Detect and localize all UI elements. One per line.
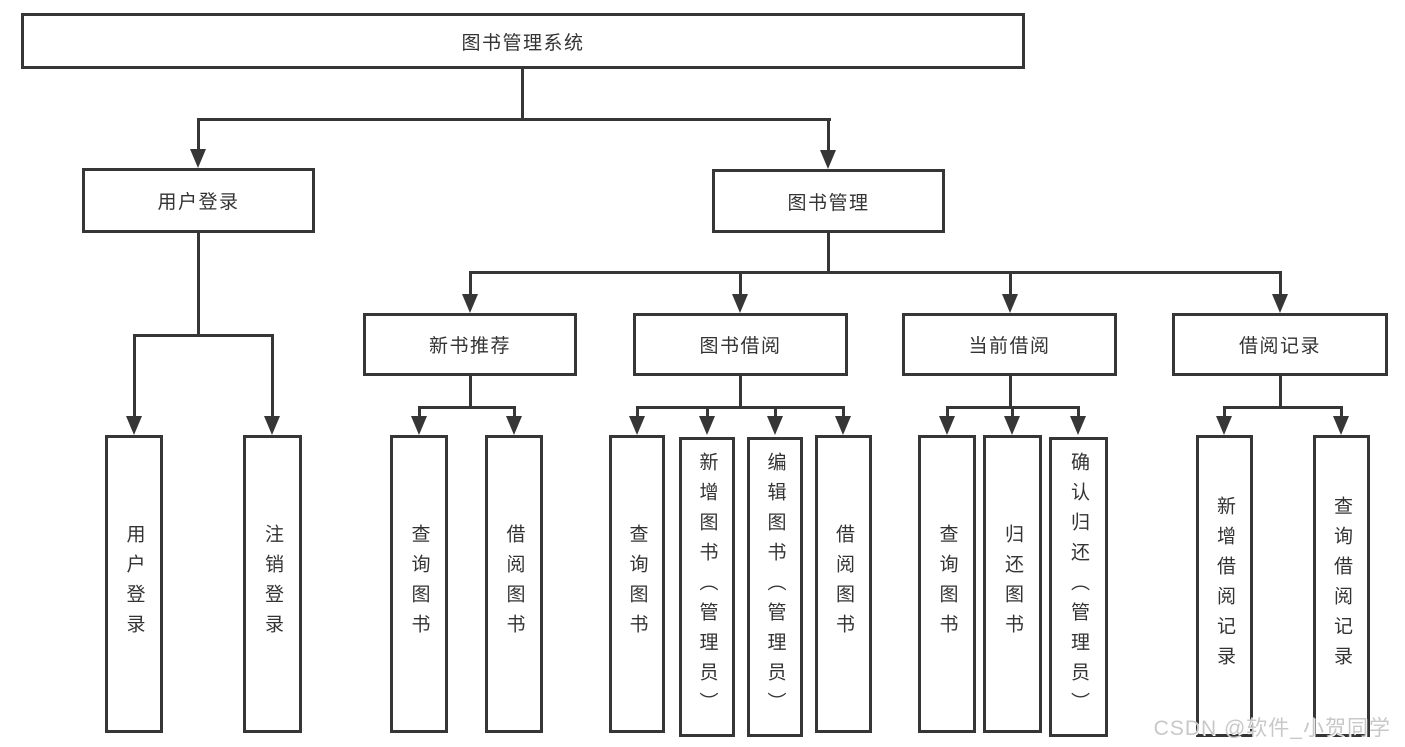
connector-hline (1223, 406, 1343, 409)
connector-hline (197, 118, 831, 121)
connector-vline (827, 233, 830, 273)
leaf-return-book: 归还图书 (983, 435, 1042, 733)
arrowhead-icon (1070, 416, 1086, 435)
leaf-add-book-admin: 新增图书（管理员） (679, 437, 735, 737)
connector-vline (197, 233, 200, 337)
leaf-confirm-return-admin: 确认归还（管理员） (1049, 437, 1108, 737)
connector-hline (636, 406, 844, 409)
connector-vline (469, 271, 472, 297)
leaf-edit-book-admin: 编辑图书（管理员） (747, 437, 803, 737)
csdn-watermark: CSDN @软件_小贺同学 (1153, 717, 1391, 740)
arrowhead-icon (126, 416, 142, 435)
node-borrowing-records: 借阅记录 (1172, 313, 1388, 376)
node-book-management: 图书管理 (712, 169, 945, 233)
node-new-book-recommend: 新书推荐 (363, 313, 577, 376)
connector-vline (1279, 376, 1282, 409)
node-book-borrowing: 图书借阅 (633, 313, 848, 376)
arrowhead-icon (462, 294, 478, 313)
leaf-borrow-book: 借阅图书 (815, 435, 872, 733)
connector-vline (418, 406, 421, 419)
arrowhead-icon (820, 150, 836, 169)
arrowhead-icon (835, 416, 851, 435)
arrowhead-icon (1333, 416, 1349, 435)
arrowhead-icon (1004, 416, 1020, 435)
connector-vline (827, 118, 830, 152)
connector-vline (469, 376, 472, 409)
arrowhead-icon (1216, 416, 1232, 435)
leaf-logout: 注销登录 (243, 435, 302, 733)
connector-vline (1340, 406, 1343, 419)
connector-vline (1009, 376, 1012, 409)
connector-hline (133, 334, 274, 337)
connector-vline (1011, 406, 1014, 419)
connector-vline (739, 376, 742, 409)
connector-vline (739, 271, 742, 297)
connector-vline (197, 118, 200, 152)
arrowhead-icon (939, 416, 955, 435)
connector-vline (636, 406, 639, 419)
leaf-add-borrow-record: 新增借阅记录 (1196, 435, 1253, 737)
leaf-query-book-current: 查询图书 (918, 435, 976, 733)
arrowhead-icon (1272, 294, 1288, 313)
connector-vline (271, 334, 274, 417)
connector-vline (1077, 406, 1080, 419)
arrowhead-icon (1002, 294, 1018, 313)
connector-vline (1279, 271, 1282, 297)
leaf-user-login: 用户登录 (105, 435, 163, 733)
arrowhead-icon (629, 416, 645, 435)
arrowhead-icon (190, 149, 206, 168)
connector-vline (706, 406, 709, 419)
connector-hline (469, 271, 1282, 274)
arrowhead-icon (767, 416, 783, 435)
arrowhead-icon (732, 294, 748, 313)
leaf-query-borrow-record: 查询借阅记录 (1313, 435, 1370, 737)
connector-hline (418, 406, 515, 409)
arrowhead-icon (506, 416, 522, 435)
arrowhead-icon (264, 416, 280, 435)
connector-vline (946, 406, 949, 419)
connector-vline (521, 66, 524, 120)
leaf-query-book-recommend: 查询图书 (390, 435, 448, 733)
arrowhead-icon (411, 416, 427, 435)
node-current-borrowing: 当前借阅 (902, 313, 1117, 376)
connector-vline (774, 406, 777, 419)
connector-vline (842, 406, 845, 419)
node-user-login: 用户登录 (82, 168, 315, 233)
connector-vline (513, 406, 516, 419)
leaf-borrow-book-recommend: 借阅图书 (485, 435, 543, 733)
arrowhead-icon (699, 416, 715, 435)
connector-vline (1223, 406, 1226, 419)
leaf-query-book-borrowing: 查询图书 (609, 435, 665, 733)
node-root-library-system: 图书管理系统 (21, 13, 1025, 69)
connector-vline (1009, 271, 1012, 297)
connector-vline (133, 334, 136, 417)
